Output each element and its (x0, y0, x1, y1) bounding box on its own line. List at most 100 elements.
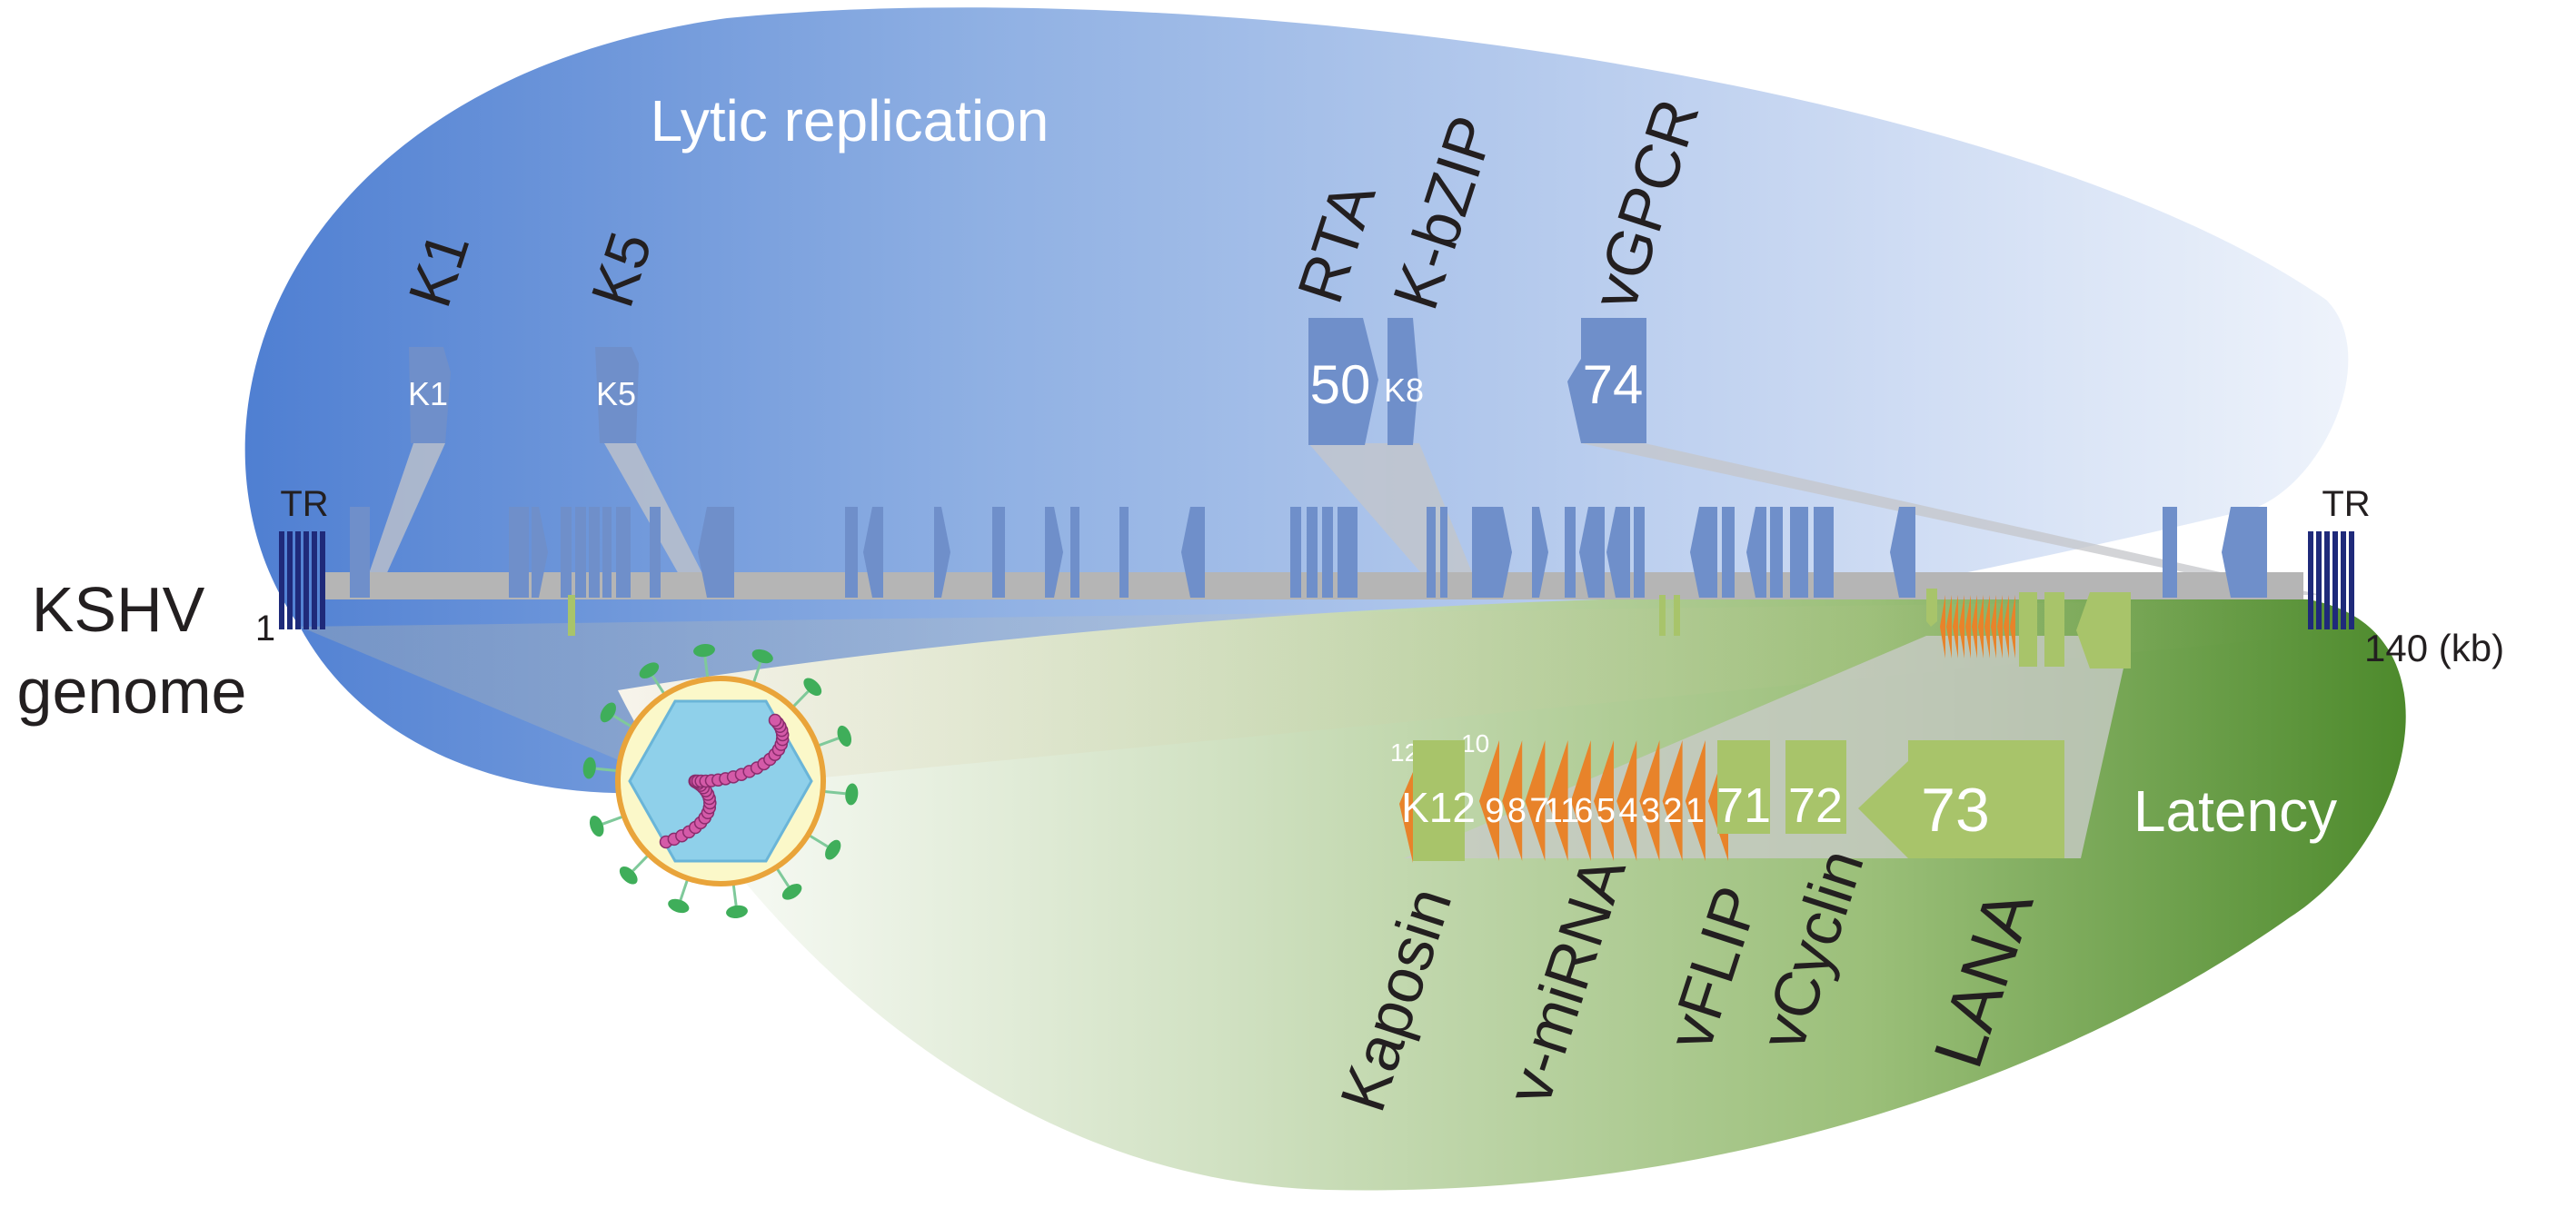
mirna-number: 8 (1507, 792, 1527, 830)
backbone-mirna-arrow (2010, 595, 2015, 658)
mirna-number: 1 (1686, 792, 1705, 830)
lytic-orf-block (350, 507, 370, 598)
lytic-orf-block (1472, 507, 1512, 598)
lytic-orf-block (1814, 507, 1834, 598)
mirna-number: 9 (1485, 792, 1504, 830)
backbone-mirna-arrow (1940, 595, 1945, 658)
lytic-connectors (362, 443, 2322, 595)
virion-spike-head (781, 884, 802, 900)
backbone-mirna-arrow (1972, 595, 1977, 658)
lytic-orf-block (934, 507, 950, 598)
lytic-orf-block (1045, 507, 1063, 598)
lytic-orf-block (616, 507, 631, 598)
kaposin-box (1413, 740, 1465, 861)
virion-spike-head (600, 702, 616, 723)
lytic-orf-block (1290, 507, 1301, 598)
backbone-mirna-arrow (1965, 595, 1971, 658)
lytic-title: Lytic replication (651, 88, 1049, 153)
lytic-orf-block (1790, 507, 1808, 598)
backbone-mirna-arrow (1953, 595, 1958, 658)
orf72-box (1785, 740, 1846, 834)
mirna-number: 3 (1641, 792, 1660, 830)
lytic-orf-block (1338, 507, 1358, 598)
mirna-arrow (1570, 740, 1591, 861)
virion-spike-head (589, 816, 604, 837)
lytic-orf-block (561, 507, 572, 598)
lytic-orf-block (1322, 507, 1333, 598)
kaposin-box-label: K12 (1401, 784, 1476, 831)
vgpcr-box-label: 74 (1583, 354, 1644, 415)
tr-bar (312, 531, 317, 629)
mirna-number: 2 (1663, 792, 1682, 830)
dna-bead (768, 713, 782, 728)
tr-bar (303, 531, 309, 629)
kaposin-arrow-tip (1399, 772, 1413, 863)
lytic-orf-block (2222, 507, 2267, 598)
kbzip-box-label: K8 (1384, 371, 1424, 409)
backbone-lytic-genes (350, 507, 2267, 598)
mirna-arrow (1594, 740, 1614, 861)
tr-left-label: TR (280, 484, 328, 524)
lytic-orf-block (1890, 507, 1915, 598)
mirna-arrow (1525, 740, 1546, 861)
lytic-orf-block (575, 507, 586, 598)
lytic-orf-block (863, 507, 883, 598)
virion-spike-head (837, 725, 852, 747)
virion-spike-head (845, 783, 859, 806)
backbone-mirna-arrow (1984, 595, 1990, 658)
virion-spike-head (668, 898, 690, 914)
lytic-orf-block (1440, 507, 1447, 598)
backbone-mirna-arrow (1997, 595, 2003, 658)
lytic-orf-block (1119, 507, 1129, 598)
backbone-latency-cluster (568, 589, 2131, 668)
rta-box-label: 50 (1310, 354, 1371, 415)
lytic-orf-block (1565, 507, 1576, 598)
virion-spike-head (726, 905, 748, 918)
virion-spike-head (582, 757, 596, 779)
lytic-orf-block (1634, 507, 1645, 598)
virion-icon (582, 644, 859, 918)
mirna-number: 4 (1618, 792, 1637, 830)
lytic-orf-block (509, 507, 529, 598)
mirna-number: 6 (1574, 792, 1593, 830)
backbone-mirna-arrow (1959, 595, 1964, 658)
lytic-orf-block (532, 507, 548, 598)
k5-box-label: K5 (596, 375, 636, 412)
lytic-orf-block (1181, 507, 1205, 598)
backbone-mirna-arrow (1978, 595, 1984, 658)
lytic-orf-block (1307, 507, 1318, 598)
backbone-mirna-arrow (2004, 595, 2009, 658)
backbone-mirna-arrow (1991, 595, 1996, 658)
orf73-label: 73 (1921, 776, 1990, 845)
mirna-arrow (1502, 740, 1523, 861)
mirna-number: 5 (1596, 792, 1616, 830)
virion-spike-head (619, 866, 638, 885)
lytic-orf-block (589, 507, 600, 598)
k1-box-label: K1 (408, 375, 448, 412)
tr-bar (2349, 531, 2354, 629)
lytic-orf-block (650, 507, 661, 598)
tr-bar (2341, 531, 2346, 629)
tr-right-label: TR (2322, 484, 2370, 524)
orf71-label: 71 (1716, 778, 1771, 833)
tr-bar (2316, 531, 2322, 629)
lytic-orf-block (698, 507, 734, 598)
tr-bar (2324, 531, 2330, 629)
tr-bar (2332, 531, 2338, 629)
tr-bar (320, 531, 325, 629)
lytic-orf-block (602, 507, 612, 598)
backbone-mirna-arrow (1946, 595, 1952, 658)
orf73-box (1858, 740, 2064, 858)
lytic-orf-block (1606, 507, 1630, 598)
mirna-arrow (1616, 740, 1637, 861)
tr-bar (2308, 531, 2313, 629)
mirna-arrow (1685, 740, 1706, 861)
mirna-arrow (1547, 740, 1568, 861)
genome-title-line2: genome (17, 656, 247, 727)
orf71-box (1717, 740, 1770, 834)
virion-spike-head (803, 678, 822, 696)
lytic-orf-block (1579, 507, 1605, 598)
virion-spike-head (639, 662, 660, 678)
